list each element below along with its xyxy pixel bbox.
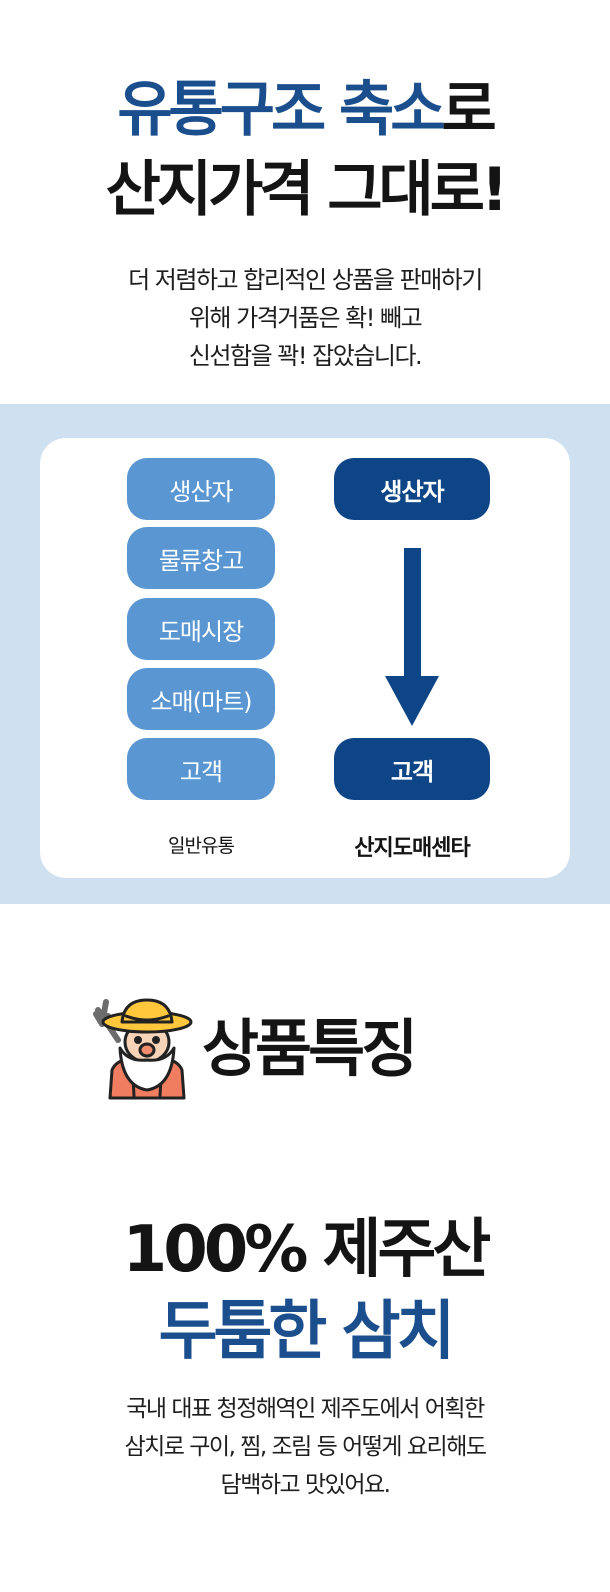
general-step-wholesale: 도매시장 [127,598,275,660]
feature-description-line: 국내 대표 청정해역인 제주도에서 어획한 [126,1396,485,1422]
sanji-step-producer: 생산자 [334,458,490,520]
sanji-step-customer: 고객 [334,738,490,800]
feature-section-title: 상품특징 [202,1012,418,1085]
hero-title-highlight: 유통구조 축소 [117,75,445,145]
feature-headline-line1: 100% 제주산 [122,1213,492,1287]
hero-title-line2: 산지가격 그대로! [105,155,509,225]
hero-description: 더 저렴하고 합리적인 상품을 판매하기 위해 가격거품은 확! 빼고 신선함을… [0,261,610,375]
general-step-producer: 생산자 [127,458,275,520]
general-label: 일반유통 [168,835,235,857]
general-step-customer: 고객 [127,738,275,800]
feature-description-line: 삼치로 구이, 찜, 조림 등 어떻게 요리해도 [124,1434,487,1460]
down-arrow-head-icon [385,676,439,726]
hero-description-line: 위해 가격거품은 확! 빼고 [188,304,423,332]
feature-description: 국내 대표 청정해역인 제주도에서 어획한 삼치로 구이, 찜, 조림 등 어떻… [0,1390,610,1504]
feature-description-line: 담백하고 맛있어요. [220,1472,391,1498]
down-arrow-icon [404,548,421,678]
comparison-card [40,438,570,878]
sanji-label: 산지도매센타 [354,836,470,861]
general-step-retail: 소매(마트) [127,668,275,730]
hero-description-line: 더 저렴하고 합리적인 상품을 판매하기 [128,266,483,294]
hero-title-line1: 유통구조 축소로 [0,80,610,140]
hero-description-line: 신선함을 꽉! 잡았습니다. [188,342,423,370]
general-step-warehouse: 물류창고 [127,527,275,589]
feature-headline-line2: 두툼한 삼치 [158,1295,456,1369]
farmer-mascot-icon [93,998,193,1100]
hero-title-suffix: 로 [441,75,496,145]
